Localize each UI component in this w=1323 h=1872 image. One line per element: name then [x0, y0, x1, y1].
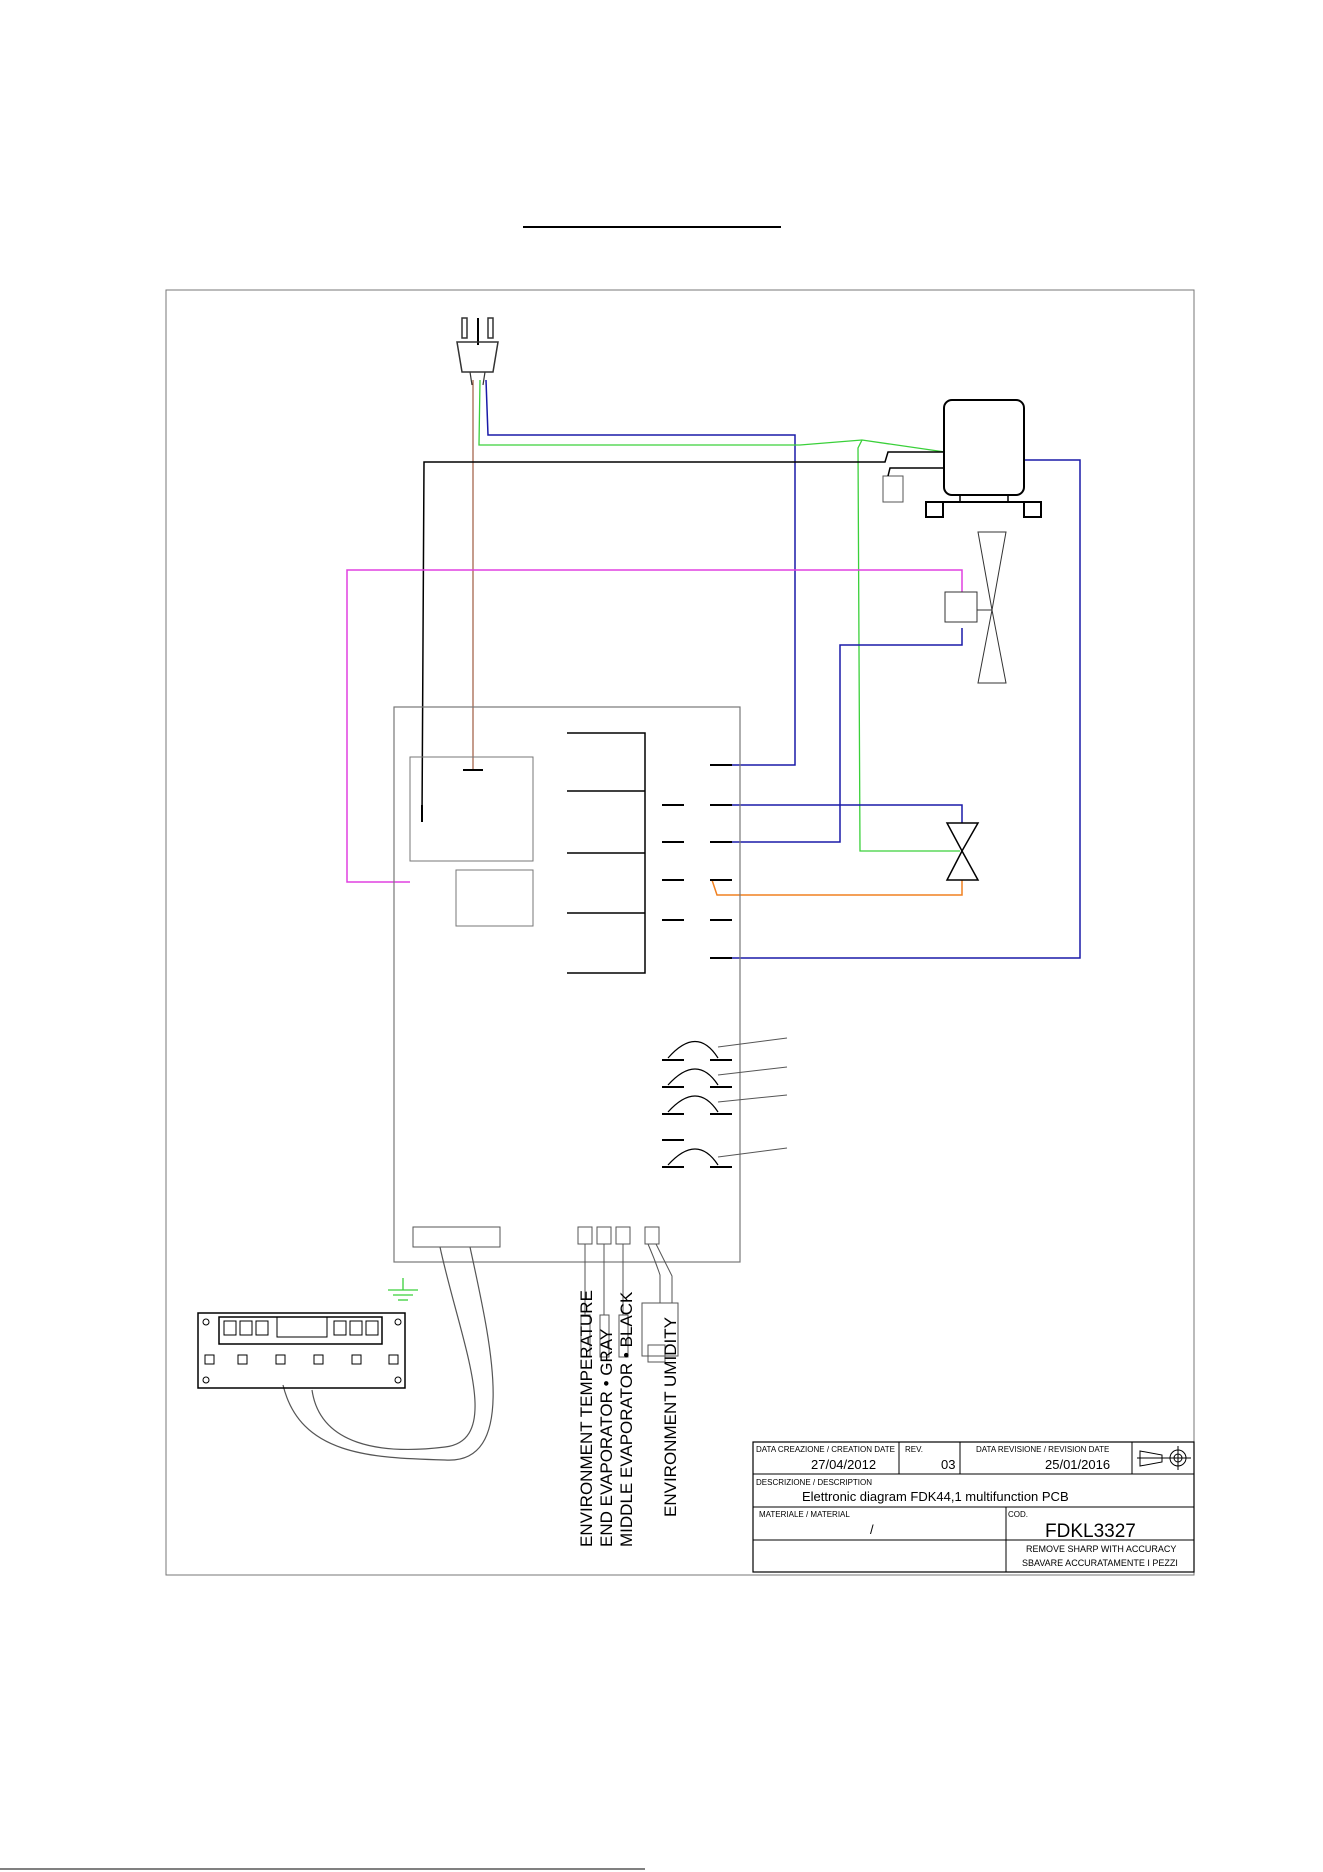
wire-earth	[478, 379, 946, 453]
note-english: REMOVE SHARP WITH ACCURACY	[1026, 1544, 1176, 1554]
pcb-board	[393, 706, 741, 1263]
solenoid-valve-icon	[945, 822, 980, 881]
label-end-evaporator: END EVAPORATOR • GRAY	[597, 1329, 616, 1547]
wire-earth-valve	[857, 439, 960, 852]
power-plug-icon	[456, 317, 499, 386]
label-middle-evaporator: MIDDLE EVAPORATOR • BLACK	[617, 1291, 636, 1547]
wire-phase-plug	[485, 379, 796, 766]
note-italian: SBAVARE ACCURATAMENTE I PEZZI	[1022, 1558, 1178, 1568]
fan-icon	[944, 531, 1007, 684]
ground-icon	[388, 1278, 418, 1301]
revision-date-value: 25/01/2016	[1045, 1457, 1110, 1472]
compressor-icon	[925, 399, 1042, 518]
transformer-block	[409, 756, 534, 862]
label-environment-umidity: ENVIRONMENT UMIDITY	[661, 1317, 680, 1517]
label-environment-temperature: ENVIRONMENT TEMPERATURE	[577, 1290, 596, 1547]
sensor-jumpers	[662, 1037, 788, 1168]
probe-connectors	[577, 1226, 679, 1363]
wire-neutral	[421, 451, 945, 821]
wire-compressor	[710, 459, 1081, 959]
description-label: DESCRIZIONE / DESCRIPTION	[756, 1478, 872, 1487]
wire-defrost	[711, 879, 963, 896]
drawing-frame	[165, 289, 1195, 1576]
display-connector	[412, 1226, 501, 1248]
code-label: COD.	[1008, 1510, 1028, 1519]
creation-date-label: DATA CREAZIONE / CREATION DATE	[756, 1445, 895, 1454]
starter-relay-icon	[882, 467, 945, 503]
projection-symbol-icon	[1137, 1446, 1191, 1470]
title-block	[752, 1441, 1195, 1573]
code-value: FDKL3327	[1045, 1521, 1136, 1542]
relay-contacts	[662, 764, 732, 959]
relay-bank	[567, 732, 646, 974]
revision-date-label: DATA REVISIONE / REVISION DATE	[976, 1445, 1109, 1454]
rev-label: REV.	[905, 1445, 923, 1454]
display-cable	[311, 1246, 476, 1450]
wire-fan	[346, 569, 963, 883]
wire-valve	[710, 804, 963, 823]
material-label: MATERIALE / MATERIAL	[759, 1510, 850, 1519]
wire-fan-return	[710, 628, 963, 843]
display-keypad-icon	[197, 1312, 406, 1389]
material-value: /	[870, 1522, 874, 1537]
creation-date-value: 27/04/2012	[811, 1457, 876, 1472]
rev-value: 03	[941, 1457, 955, 1472]
controller-block	[455, 869, 534, 927]
description-value: Elettronic diagram FDK44,1 multifunction…	[802, 1489, 1069, 1504]
